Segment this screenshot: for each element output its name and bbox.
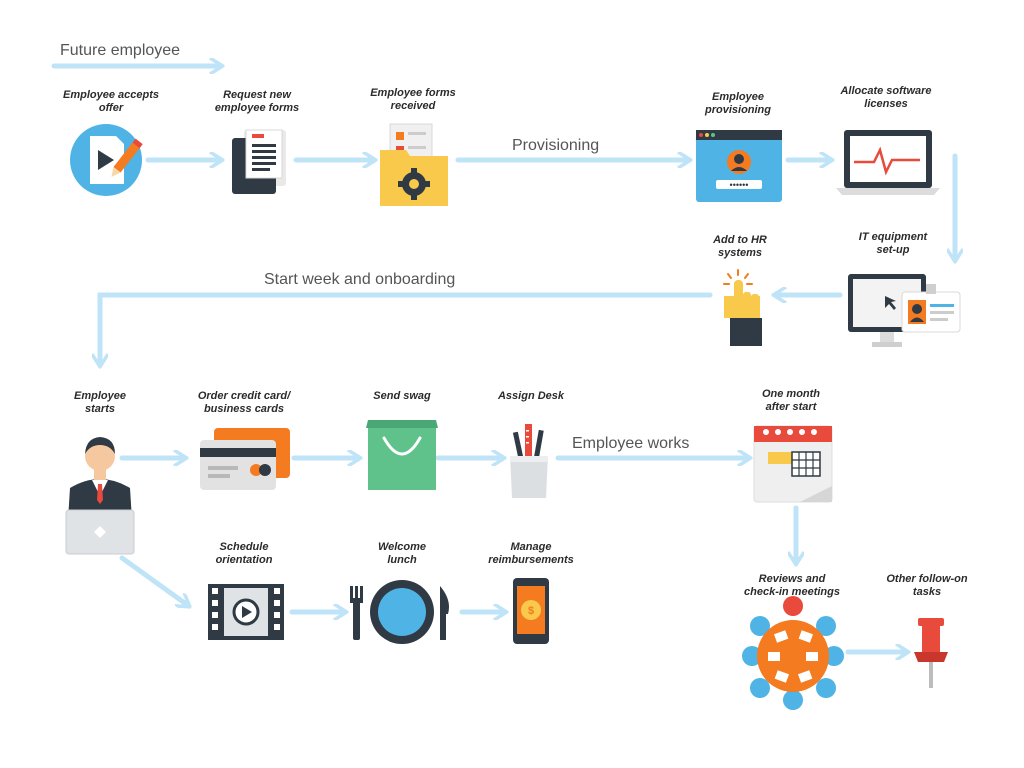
forms-folder-icon [380,123,448,206]
stage-label-send-swag: Send swag [373,390,431,402]
phase-label-provisioning: Provisioning [512,137,599,154]
phase-label-future-employee: Future employee [60,42,180,59]
it-equipment-icon [848,274,961,347]
swag-bag-icon [366,420,438,490]
forms-request-icon [232,129,286,194]
flow-arrows [51,66,955,652]
film-strip-icon [208,584,284,640]
credit-card-icon [200,428,290,490]
arrow-starts-to-orientation [119,555,186,604]
pencil-cup-icon [510,424,548,498]
stage-label-order-cards: Order credit card/business cards [198,390,292,415]
hand-pointer-icon [723,269,762,346]
provisioning-browser-icon: •••••• [696,130,782,202]
licenses-laptop-icon [836,130,940,195]
arrow-start-week [100,292,713,362]
calendar-icon [753,425,833,503]
phase-label-employee-works: Employee works [572,435,689,452]
phase-label-start-week: Start week and onboarding [264,271,455,288]
svg-text:••••••: •••••• [730,180,749,190]
employee-avatar-icon [65,437,135,555]
meeting-table-icon [742,596,844,710]
phone-coin-icon: $ [513,578,549,644]
stage-label-assign-desk: Assign Desk [497,390,565,402]
offer-document-icon [70,124,143,196]
lunch-plate-icon [350,580,449,644]
push-pin-icon [914,618,948,688]
svg-text:$: $ [528,605,534,617]
